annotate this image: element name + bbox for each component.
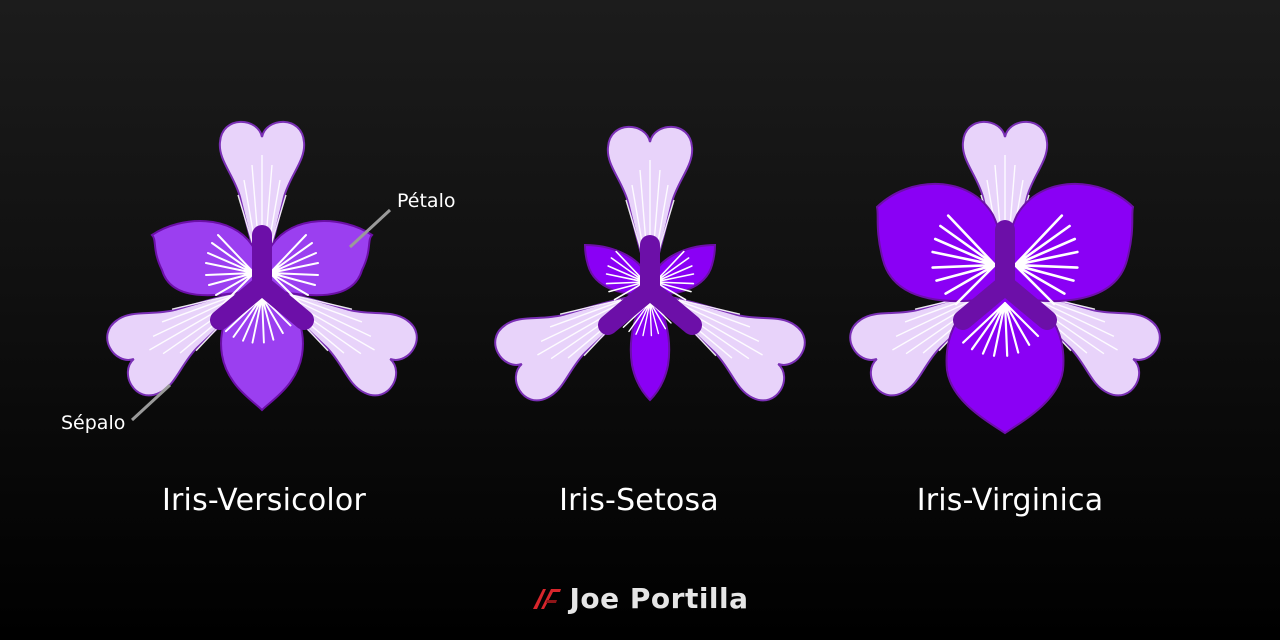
petal-callout-line bbox=[348, 208, 392, 249]
flower-setosa bbox=[486, 125, 814, 410]
petal-callout-label: Pétalo bbox=[397, 190, 456, 212]
jp-logo-icon bbox=[533, 588, 562, 609]
flower-versicolor bbox=[98, 120, 426, 422]
species-label-setosa: Iris-Setosa bbox=[559, 483, 719, 518]
brand-signature: Joe Portilla bbox=[0, 582, 1280, 615]
sepal-callout-line bbox=[130, 383, 172, 422]
species-label-virginica: Iris-Virginica bbox=[916, 483, 1104, 518]
petal-bottom bbox=[629, 293, 671, 402]
sepal-callout-label: Sépalo bbox=[61, 412, 126, 434]
flower-virginica bbox=[841, 120, 1169, 435]
petal-bottom bbox=[945, 291, 1065, 435]
species-label-versicolor: Iris-Versicolor bbox=[161, 483, 367, 518]
brand-name: Joe Portilla bbox=[569, 582, 749, 615]
